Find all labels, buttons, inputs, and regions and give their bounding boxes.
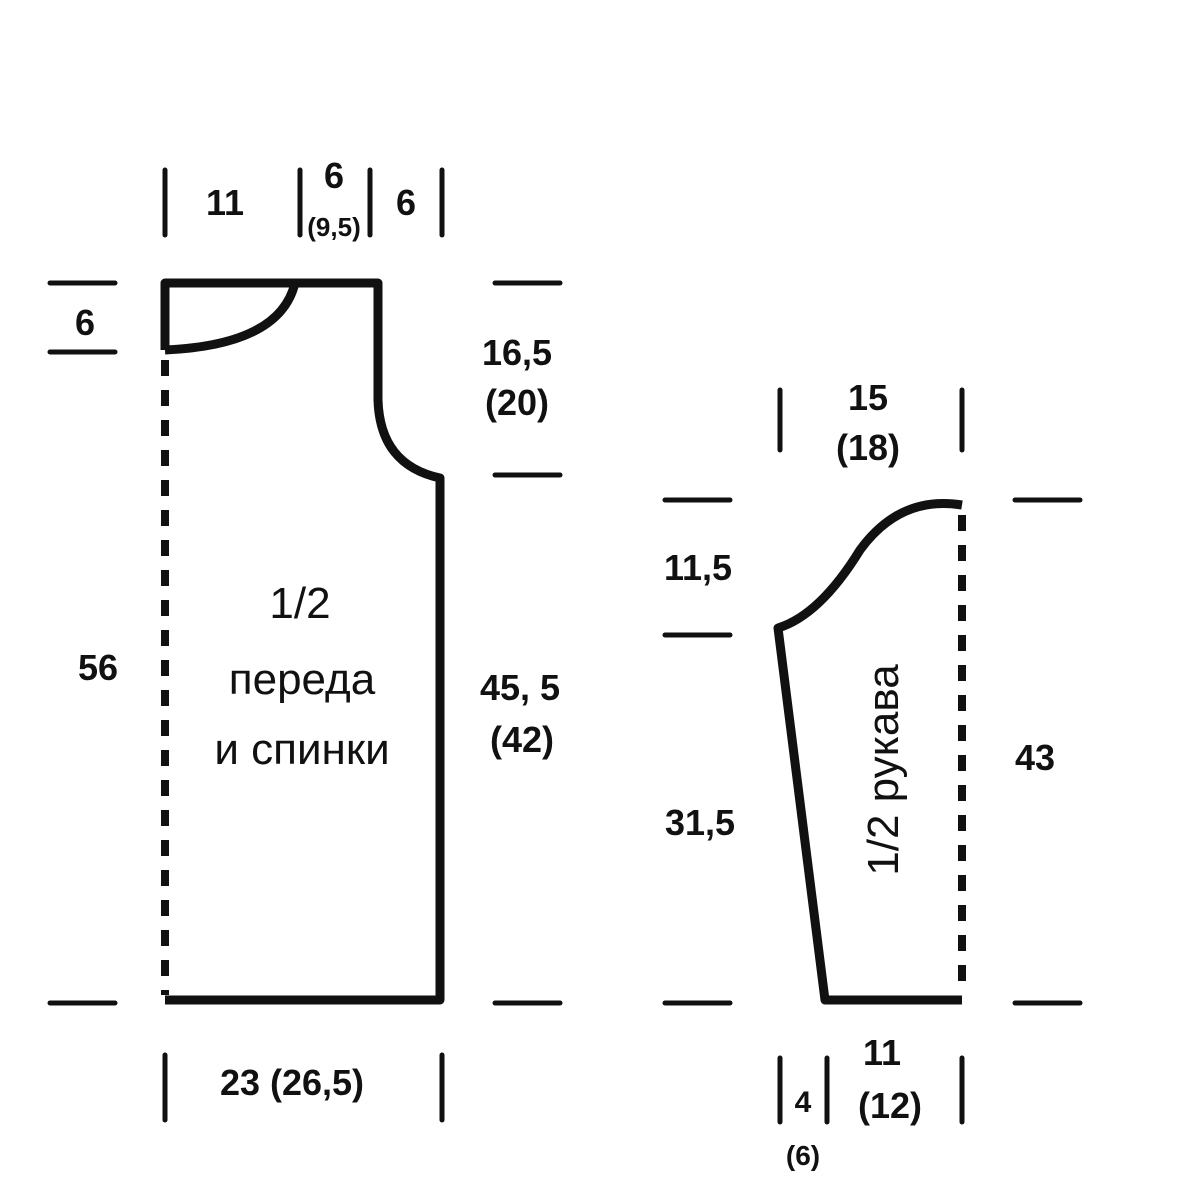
neckline-curve	[164, 281, 300, 355]
front-back-piece: 1/2 переда и спинки	[160, 278, 445, 1005]
dim-top-right: 6	[396, 182, 416, 223]
dim-side-alt: (42)	[490, 719, 554, 760]
dim-side: 45, 5	[480, 667, 560, 708]
piece-label-line1: 1/2	[269, 579, 330, 628]
dim-neck-depth: 6	[75, 302, 95, 343]
dim-cuff-offset-alt: (6)	[786, 1140, 820, 1171]
dim-sleeve-cap: 11,5	[664, 547, 732, 588]
piece-label-line3: и спинки	[214, 725, 389, 774]
dim-sleeve-top-alt: (18)	[836, 427, 900, 468]
dim-width: 23 (26,5)	[220, 1062, 364, 1103]
sleeve-outline	[773, 498, 963, 1005]
sleeve-piece: 1/2 рукава	[773, 498, 966, 1005]
dim-armhole: 16,5	[482, 332, 552, 373]
sleeve-label: 1/2 рукава	[859, 664, 908, 876]
front-back-outline	[160, 278, 445, 1005]
dim-cuff-alt: (12)	[858, 1085, 922, 1126]
dim-total-length: 56	[78, 647, 118, 688]
dim-neck-width: 6	[324, 155, 344, 196]
front-back-dimensions: 11 6 (9,5) 6 6 16,5 (20) 45, 5 (42) 56 2…	[47, 155, 563, 1123]
sleeve-dimensions: 15 (18) 11,5 31,5 43 4 (6) 11 (12)	[662, 377, 1083, 1171]
piece-label-line2: переда	[229, 655, 376, 704]
dim-sleeve-length: 43	[1015, 737, 1055, 778]
dim-shoulder: 11	[206, 182, 244, 223]
dim-cuff: 11	[863, 1032, 901, 1073]
dim-armhole-alt: (20)	[485, 382, 549, 423]
dim-cuff-offset: 4	[795, 1086, 812, 1119]
dim-sleeve-lower: 31,5	[665, 802, 735, 843]
dim-neck-width-alt: (9,5)	[307, 212, 360, 242]
dim-sleeve-top: 15	[848, 377, 888, 418]
